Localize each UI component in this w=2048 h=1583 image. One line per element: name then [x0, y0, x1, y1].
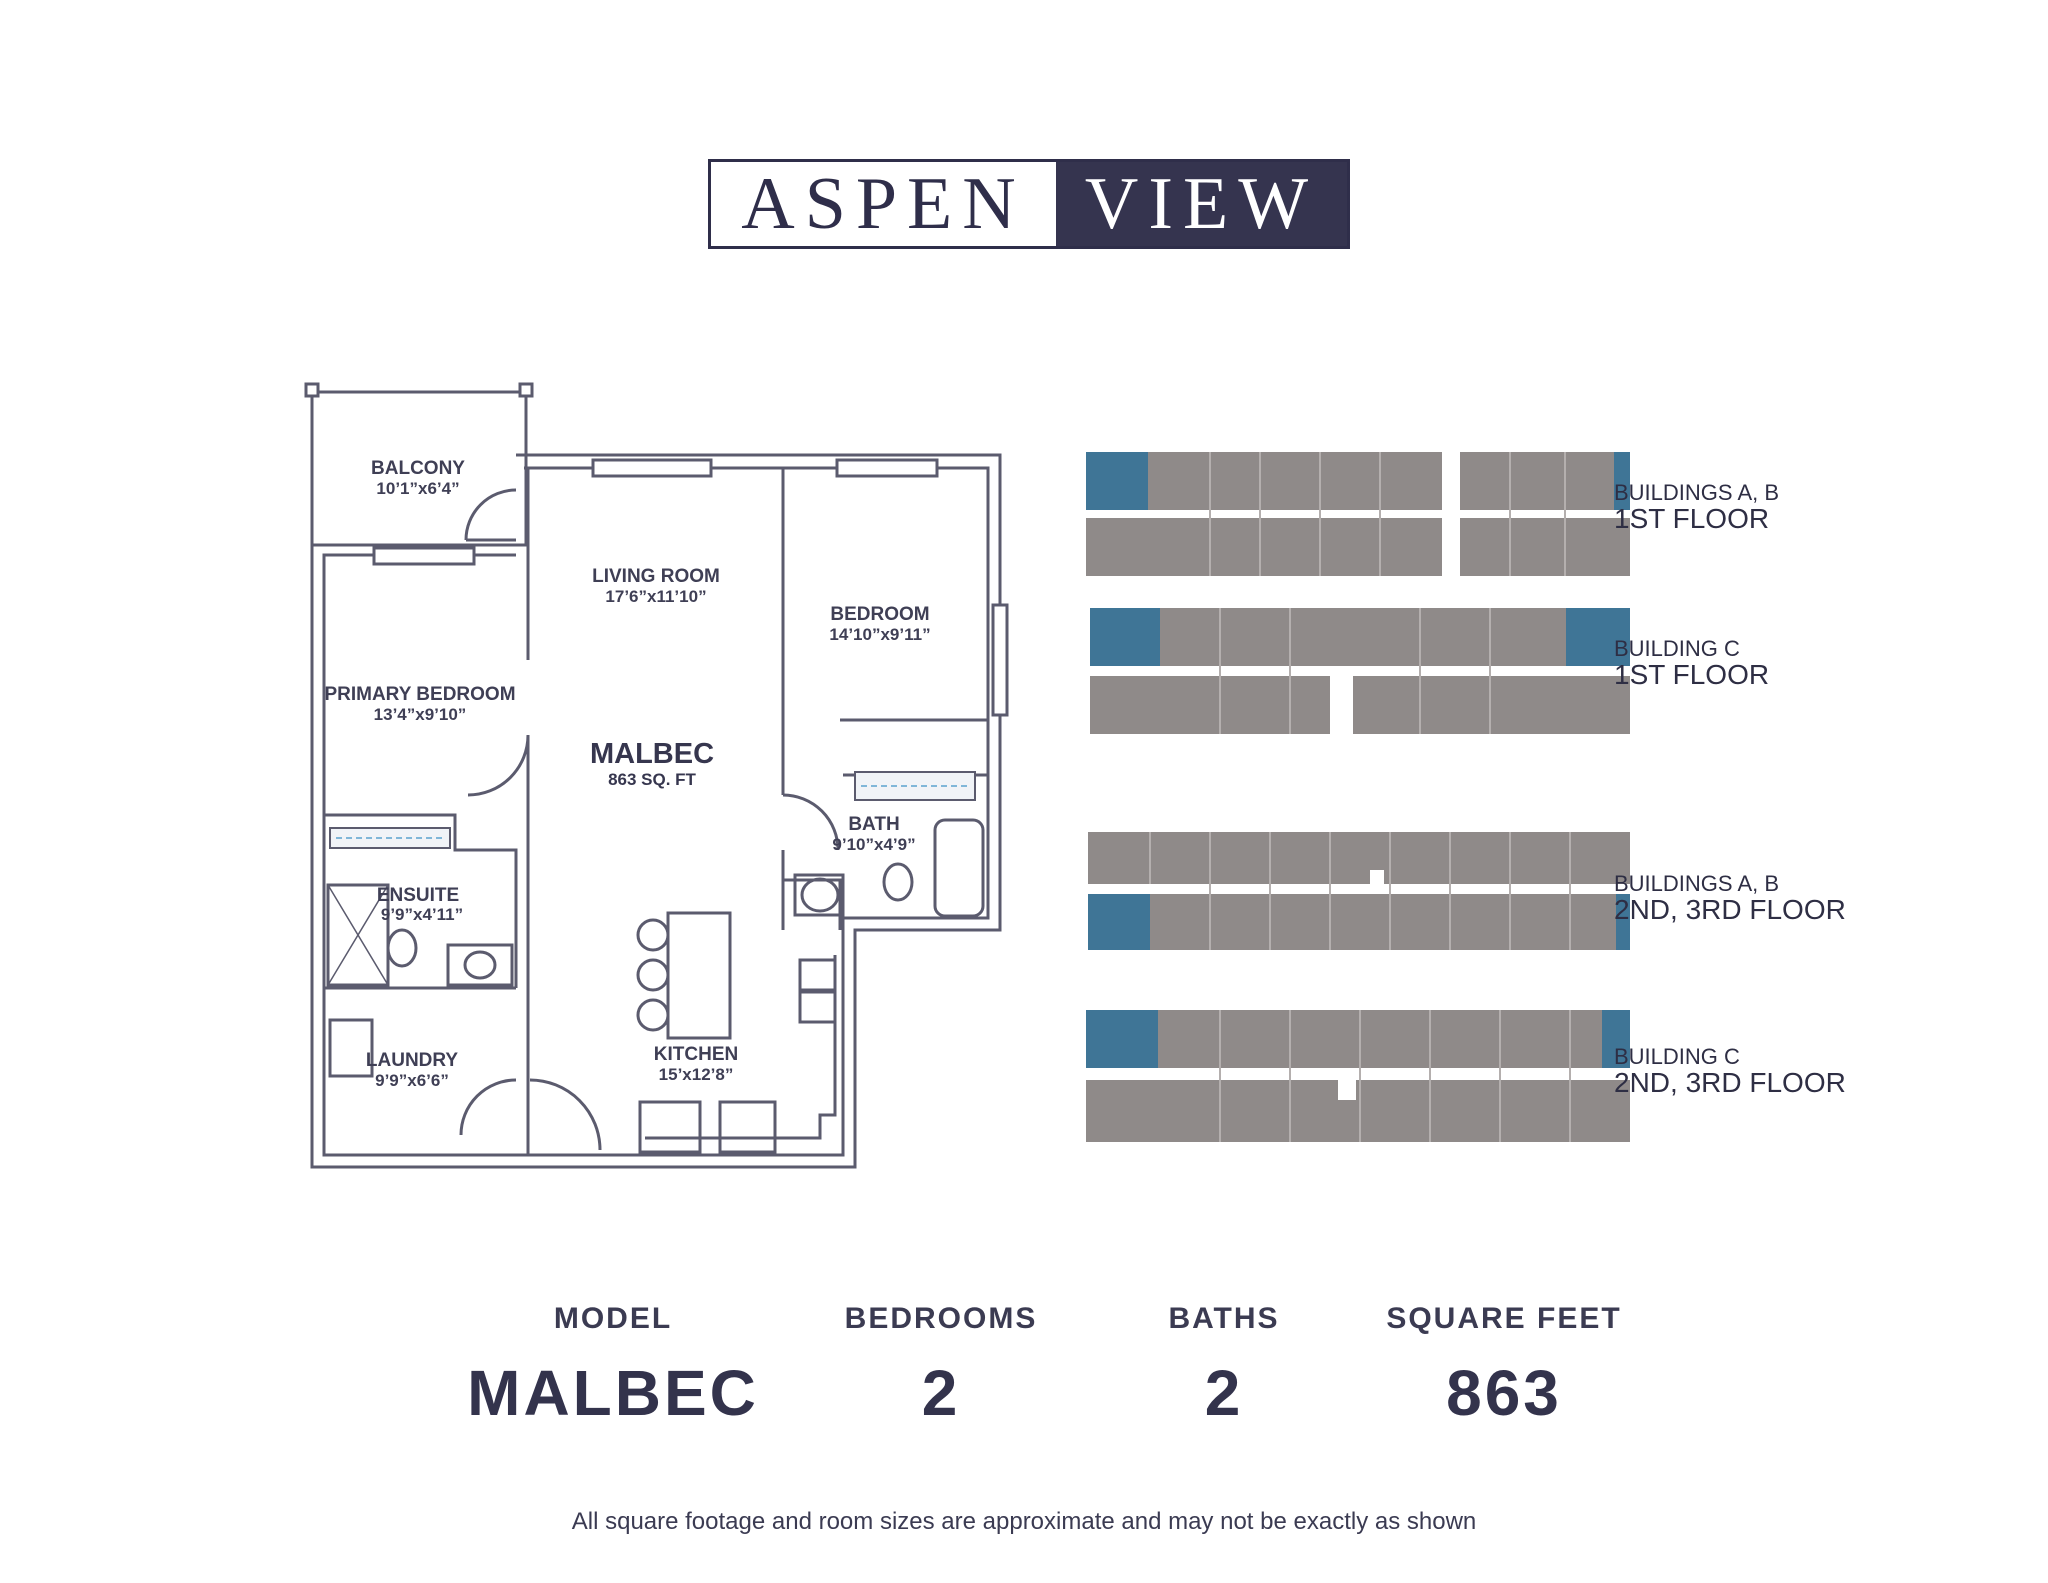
unit-highlight: [1614, 452, 1630, 510]
unit-highlight: [1088, 894, 1150, 950]
sink: [798, 958, 837, 992]
room-bedroom-dims: 14’10”x9’11”: [829, 625, 930, 644]
exterior-walls: [310, 453, 1002, 1169]
room-primary-bedroom-dims: 13’4”x9’10”: [374, 705, 467, 724]
stat-baths-label: BATHS: [1168, 1302, 1280, 1335]
stat-model-value: MALBEC: [467, 1357, 759, 1429]
room-kitchen-name: KITCHEN: [654, 1044, 738, 1065]
stat-bedrooms-label: BEDROOMS: [844, 1302, 1038, 1335]
room-ensuite-name: ENSUITE: [377, 885, 459, 906]
keyplan-building-c-2nd-3rd-floor: [1086, 1010, 1630, 1142]
stat-square-feet-value: 863: [1446, 1357, 1562, 1429]
room-bath-dims: 9’10”x4’9”: [832, 835, 915, 854]
range: [718, 1100, 777, 1154]
keyplan-label-1: BUILDINGS A, B 1ST FLOOR: [1614, 480, 1780, 535]
kitchen-island: [666, 911, 732, 1040]
room-laundry-name: LAUNDRY: [366, 1050, 459, 1071]
logo-text-aspen: ASPEN: [711, 162, 1056, 246]
stat-baths: BATHS 2: [1044, 1302, 1404, 1430]
unit-highlight: [1086, 452, 1148, 510]
room-bath-name: BATH: [848, 814, 899, 835]
shower: [326, 883, 390, 987]
unit-highlight: [1566, 608, 1630, 666]
room-kitchen-dims: 15’x12’8”: [659, 1065, 734, 1084]
stat-square-feet: SQUARE FEET 863: [1324, 1302, 1684, 1430]
keyplan-buildings-ab-2nd-3rd-floor: [1088, 832, 1630, 950]
fridge: [638, 1100, 702, 1154]
stat-baths-value: 2: [1204, 1357, 1244, 1429]
stat-square-feet-label: SQUARE FEET: [1386, 1302, 1622, 1335]
stat-model-label: MODEL: [553, 1302, 673, 1335]
unit-highlight: [1602, 1010, 1630, 1068]
plan-model-name: MALBEC: [590, 738, 714, 770]
room-primary-bedroom-name: PRIMARY BEDROOM: [324, 684, 515, 705]
stat-bedrooms-value: 2: [921, 1357, 961, 1429]
keyplan-building-c-1st-floor: [1090, 608, 1630, 734]
stat-model: MODEL MALBEC: [433, 1302, 793, 1430]
bathtub: [933, 818, 985, 918]
keyplan-buildings-ab-1st-floor: [1086, 452, 1630, 576]
plan-model-area: 863 SQ. FT: [608, 770, 696, 789]
floor-plan: BALCONY 10’1”x6’4” LIVING ROOM 17’6”x11’…: [304, 382, 1009, 1169]
key-plans: [1086, 452, 1630, 1142]
room-living-name: LIVING ROOM: [592, 566, 720, 587]
keyplan-label-3: BUILDINGS A, B 2ND, 3RD FLOOR: [1614, 871, 1846, 926]
keyplan-label-2: BUILDING C 1ST FLOOR: [1614, 636, 1770, 691]
keyplan-label-4: BUILDING C 2ND, 3RD FLOOR: [1614, 1044, 1846, 1099]
disclaimer-text: All square footage and room sizes are ap…: [571, 1508, 1477, 1535]
unit-highlight: [1616, 894, 1630, 950]
room-balcony-name: BALCONY: [371, 458, 465, 479]
stat-bedrooms: BEDROOMS 2: [761, 1302, 1121, 1430]
aspen-view-logo: ASPEN VIEW: [708, 159, 1350, 249]
room-bedroom-name: BEDROOM: [830, 604, 929, 625]
logo-text-view: VIEW: [1056, 162, 1347, 246]
washer: [328, 1018, 374, 1078]
room-living-dims: 17’6”x11’10”: [605, 587, 706, 606]
unit-highlight: [1090, 608, 1160, 666]
unit-highlight: [1086, 1010, 1158, 1068]
room-ensuite-dims: 9’9”x4’11”: [381, 905, 463, 924]
room-balcony-dims: 10’1”x6’4”: [376, 479, 459, 498]
room-laundry-dims: 9’9”x6’6”: [375, 1071, 449, 1090]
